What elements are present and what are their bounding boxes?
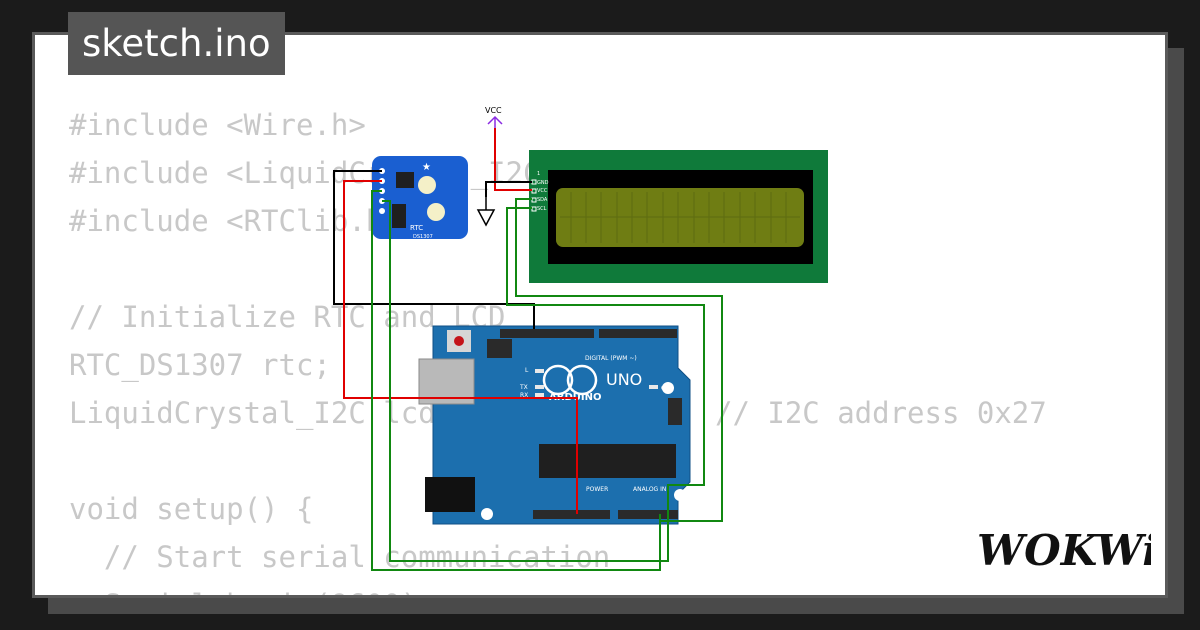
lcd-pin-label: VCC	[537, 188, 548, 194]
tx-label: TX	[519, 384, 528, 391]
vcc-symbol: VCC	[485, 106, 503, 128]
mount-hole	[662, 382, 674, 394]
code-line: // Start serial communication	[69, 540, 611, 574]
reset-button-cap	[454, 336, 464, 346]
wire-vcc-lcd	[494, 128, 532, 191]
project-card[interactable]: #include <Wire.h>#include <LiquidCrystal…	[32, 32, 1168, 598]
power-label: POWER	[586, 486, 608, 493]
star-icon: ★	[422, 162, 431, 173]
file-tab[interactable]: sketch.ino	[68, 12, 285, 75]
rtc-chip	[396, 172, 414, 188]
wire-vcc-rtc	[343, 180, 578, 514]
power-header	[533, 510, 610, 519]
rtc-chip-label: DS1307	[413, 234, 433, 240]
digital-label: DIGITAL (PWM ~)	[585, 355, 637, 362]
power-jack	[425, 477, 475, 512]
icsp-header-2	[668, 398, 682, 425]
analog-label: ANALOG IN	[633, 486, 666, 493]
digital-header-b	[599, 329, 677, 338]
icsp-header	[487, 339, 512, 358]
wire-scl-lcd	[506, 207, 705, 514]
rx-led	[535, 393, 544, 397]
board-model: UNO	[606, 370, 642, 389]
rtc-ds1307-module[interactable]: RTC DS1307 ★	[372, 156, 468, 240]
rtc-label: RTC	[410, 224, 423, 232]
arduino-logo-right	[542, 364, 574, 396]
code-line: void setup() {	[69, 492, 314, 526]
arduino-logo-left	[566, 364, 598, 396]
code-line: Serial.begin(9600);	[69, 581, 1047, 595]
l-led-label: L	[525, 367, 529, 374]
code-line: // Initialize RTC and LCD	[69, 300, 506, 334]
ground-symbol	[476, 197, 496, 227]
analog-header	[618, 510, 678, 519]
code-line: RTC_DS1307 rtc;	[69, 348, 331, 382]
mount-hole	[481, 508, 493, 520]
on-led	[649, 385, 658, 389]
lcd-pin-label: SCL	[537, 206, 547, 212]
wokwi-logo[interactable]: WOKWi	[975, 523, 1151, 575]
lcd-display[interactable]: 1 GND VCC SDA SCL	[529, 150, 828, 283]
arduino-uno-board[interactable]: UNO ARDUINO DIGITAL (PWM ~) POWER ANALOG…	[418, 325, 691, 525]
atmega-chip	[539, 444, 676, 478]
usb-port	[418, 358, 475, 405]
wire-sda-rtc	[371, 190, 661, 571]
wire-gnd-lcd	[485, 181, 532, 197]
wire-scl-rtc	[382, 200, 669, 562]
rtc-crystal	[392, 204, 406, 228]
digital-header-a	[500, 329, 594, 338]
wire-gnd-rtc	[333, 170, 535, 329]
lcd-pin-label: 1	[537, 171, 540, 177]
wires	[333, 128, 723, 571]
rtc-battery-cell	[418, 176, 436, 194]
rtc-battery-cell	[427, 203, 445, 221]
rx-label: RX	[520, 392, 528, 399]
on-label: ON	[661, 385, 670, 392]
lcd-pin-label: SDA	[537, 197, 548, 203]
wire-sda-lcd	[515, 198, 723, 522]
rtc-pin	[379, 208, 385, 214]
logo-text: WOKWi	[977, 526, 1151, 575]
lcd-pin-label: GND	[537, 180, 549, 186]
vcc-label: VCC	[485, 106, 502, 115]
code-line: #include <Wire.h>	[69, 108, 366, 142]
mount-hole	[674, 489, 686, 501]
l-led	[535, 369, 544, 373]
tx-led	[535, 385, 544, 389]
